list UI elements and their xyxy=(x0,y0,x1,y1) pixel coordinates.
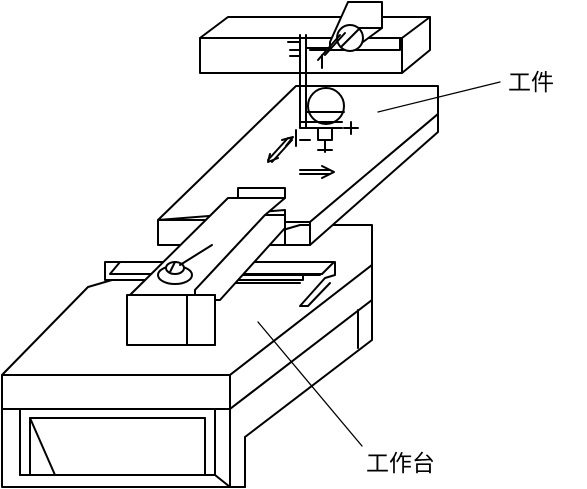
clamp-arm xyxy=(126,187,286,346)
indicator-holder-bar xyxy=(199,1,431,74)
worktable-label: 工作台 xyxy=(366,451,435,477)
dial-indicator-top xyxy=(317,24,364,61)
dial-indicator-bottom xyxy=(295,87,359,153)
workpiece-leader-line xyxy=(377,81,501,113)
worktable-leader-line xyxy=(257,321,363,447)
workpiece-label: 工件 xyxy=(508,70,554,96)
motion-arrows xyxy=(267,136,335,179)
workpiece-plate xyxy=(157,85,439,246)
